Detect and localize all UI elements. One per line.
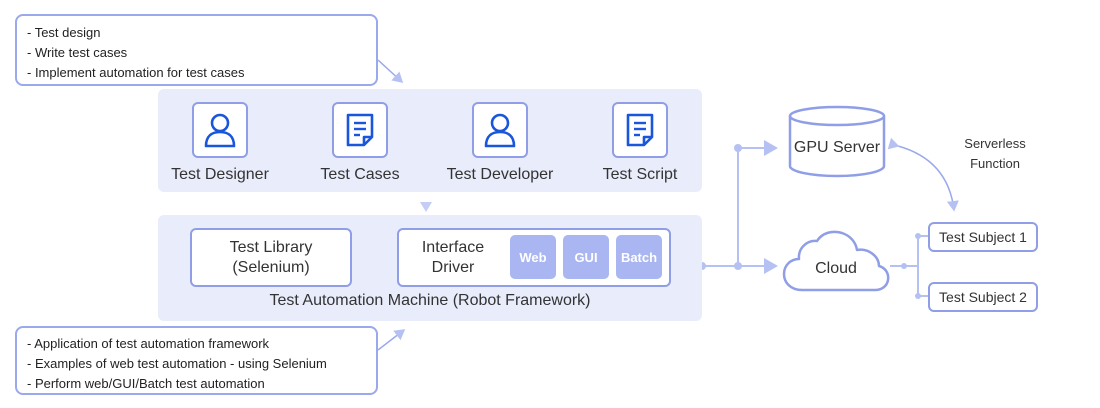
test-developer-label: Test Developer (446, 166, 554, 183)
document-icon (626, 113, 654, 147)
interface-driver-line1: Interface (421, 239, 485, 256)
down-arrow (420, 202, 432, 212)
top-note-arrow (377, 59, 404, 84)
test-cases-label: Test Cases (320, 166, 400, 183)
serverless-line2: Function (970, 156, 1020, 171)
bottom-note-line: - Perform web/GUI/Batch test automation (27, 376, 265, 391)
test-subject-2[interactable]: Test Subject 2 (928, 282, 1038, 312)
serverless-function-label: Serverless Function (950, 134, 1040, 174)
top-note-line: - Write test cases (27, 45, 128, 60)
user-icon (484, 113, 516, 148)
test-designer-label: Test Designer (171, 166, 269, 183)
test-developer-node[interactable] (472, 102, 528, 158)
document-icon (346, 113, 374, 147)
gpu-server-label: GPU Server (793, 139, 881, 156)
test-subject-1[interactable]: Test Subject 1 (928, 222, 1038, 252)
bottom-note-arrow (377, 329, 406, 351)
machine-title: Test Automation Machine (Robot Framework… (269, 292, 591, 309)
serverless-line1: Serverless (964, 136, 1026, 151)
top-note: - Test design - Write test cases - Imple… (15, 14, 378, 86)
test-cases-node[interactable] (332, 102, 388, 158)
tag-batch: Batch (616, 235, 662, 279)
bottom-note: - Application of test automation framewo… (15, 326, 378, 395)
cloud-icon (782, 230, 890, 292)
top-note-line: - Implement automation for test cases (27, 65, 245, 80)
top-note-line: - Test design (27, 25, 101, 40)
serverless-arrow (887, 137, 959, 212)
interface-driver-label: Interface Driver (405, 238, 501, 278)
bottom-note-line: - Examples of web test automation - usin… (27, 356, 327, 371)
test-library-box[interactable]: Test Library (Selenium) (190, 228, 352, 287)
bottom-note-line: - Application of test automation framewo… (27, 336, 270, 351)
tag-web: Web (510, 235, 556, 279)
test-library-line1: Test Library (229, 238, 313, 256)
test-script-node[interactable] (612, 102, 668, 158)
gpu-server-cylinder-icon (788, 105, 886, 178)
workflow-panel (158, 89, 702, 192)
test-script-label: Test Script (602, 166, 678, 183)
interface-driver-box[interactable]: Interface Driver Web GUI Batch (397, 228, 671, 287)
tag-gui: GUI (563, 235, 609, 279)
test-library-line2: (Selenium) (232, 258, 310, 276)
test-designer-node[interactable] (192, 102, 248, 158)
cloud-label: Cloud (815, 260, 857, 277)
interface-driver-line2: Driver (431, 259, 475, 276)
user-icon (204, 113, 236, 148)
